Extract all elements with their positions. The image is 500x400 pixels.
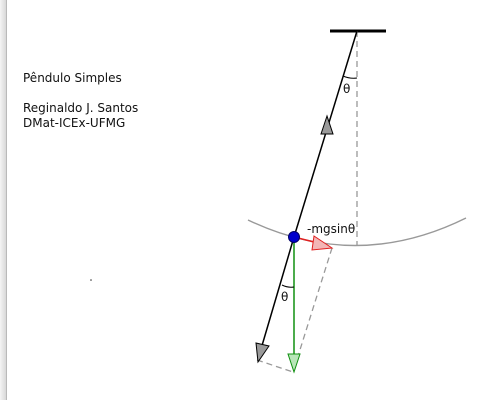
tangential-force-arrowhead xyxy=(311,235,334,251)
swing-arc xyxy=(247,217,467,247)
radial-component-arrowhead xyxy=(255,342,270,364)
pendulum-bob[interactable] xyxy=(288,231,300,243)
radial-component-line xyxy=(260,236,295,350)
author-affiliation: DMat-ICEx-UFMG xyxy=(23,116,126,130)
left-scrollbar[interactable] xyxy=(0,0,7,400)
dashed-rod-extension xyxy=(292,247,333,373)
angle-arc-top xyxy=(342,75,358,79)
author-name: Reginaldo J. Santos xyxy=(23,101,139,115)
stray-dot xyxy=(90,279,92,281)
angle-label-bottom: θ xyxy=(281,290,288,304)
scrollbar-thumb[interactable] xyxy=(0,0,6,400)
info-block: Pêndulo Simples Reginaldo J. Santos DMat… xyxy=(23,71,138,131)
applet-title: Pêndulo Simples xyxy=(23,71,122,85)
weight-arrowhead xyxy=(287,353,301,374)
angle-label-top: θ xyxy=(343,82,350,96)
tangential-force-label: -mgsinθ xyxy=(307,222,355,236)
dashed-bottom-line xyxy=(256,359,294,373)
angle-arc-bottom xyxy=(281,284,295,288)
tension-arrowhead xyxy=(320,114,334,135)
